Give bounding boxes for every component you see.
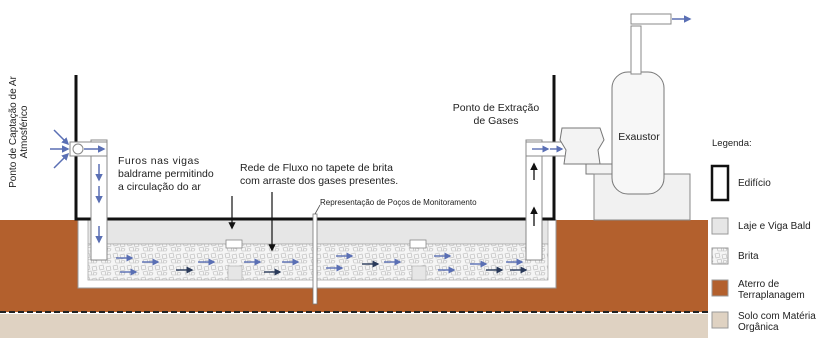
- legend-label-solo: Solo com Matéria Orgânica: [738, 311, 816, 333]
- laje-slab: [87, 219, 549, 245]
- monitoring-well: [312, 213, 318, 305]
- extracao-label: Ponto de Extração de Gases: [446, 102, 546, 128]
- brita-layer: [87, 243, 549, 281]
- furos-line-3: a circulação do ar: [118, 181, 201, 193]
- pump-base: [585, 163, 613, 175]
- intake-valve: [72, 143, 84, 155]
- exhaust-stack: [630, 25, 642, 75]
- legend-title-text: Legenda:: [712, 138, 752, 149]
- pocos-text: Representação de Poços de Monitoramento: [320, 198, 477, 207]
- rede-label: Rede de Fluxo no tapete de brita com arr…: [240, 162, 398, 188]
- furos-line-2: baldrame permitindo: [118, 168, 214, 180]
- legend-swatch-laje: [711, 217, 729, 235]
- legend-label-aterro: Aterro de Terraplanagem: [738, 279, 805, 301]
- captacao-label: Ponto de Captação de Ar Atmosférico: [8, 68, 30, 196]
- intake-arrow: [53, 152, 70, 169]
- extracao-line-1: Ponto de Extração: [452, 102, 540, 114]
- viga-hole: [409, 239, 427, 249]
- intake-arrow: [53, 129, 70, 146]
- viga-base: [411, 265, 427, 281]
- legend-swatch-aterro: [711, 279, 729, 297]
- furos-label: Furos nas vigas baldrame permitindo a ci…: [118, 155, 214, 194]
- rede-line-1: Rede de Fluxo no tapete de brita: [240, 162, 393, 174]
- legend-label-laje: Laje e Viga Bald: [738, 221, 811, 232]
- exaustor-label: Exaustor: [613, 131, 665, 143]
- extracao-line-2: de Gases: [473, 115, 519, 127]
- extraction-pipe: [525, 139, 543, 261]
- flow-arrows: [116, 252, 528, 276]
- legend-swatch-edificio: [710, 164, 730, 202]
- building-outline: [74, 75, 556, 221]
- viga-hole: [225, 239, 243, 249]
- legend-label-edificio: Edifício: [738, 178, 771, 189]
- captacao-text: Ponto de Captação de Ar Atmosférico: [8, 76, 30, 188]
- legend-swatch-solo: [711, 311, 729, 329]
- pump-icon: [559, 127, 605, 165]
- rede-line-2: com arraste dos gases presentes.: [240, 175, 399, 187]
- solo-layer: [0, 314, 708, 338]
- viga-base: [227, 265, 243, 281]
- legend-swatch-brita: [711, 247, 729, 265]
- pocos-label: Representação de Poços de Monitoramento: [320, 198, 477, 207]
- exaustor-text: Exaustor: [618, 131, 660, 143]
- monitoring-well-leader: [314, 204, 321, 215]
- legend-label-brita: Brita: [738, 251, 759, 262]
- exhaust-stack-top: [630, 13, 672, 25]
- legend-title: Legenda:: [712, 138, 752, 149]
- furos-line-1: Furos nas vigas: [118, 155, 200, 167]
